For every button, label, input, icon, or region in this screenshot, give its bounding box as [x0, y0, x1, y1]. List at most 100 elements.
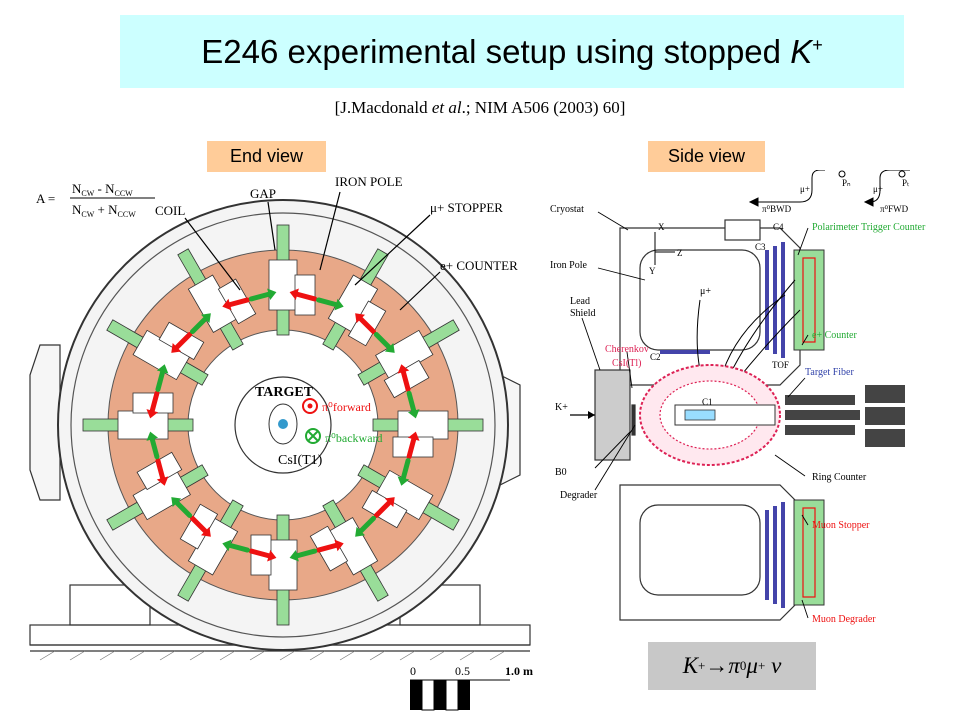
decay-k-charge: + — [698, 658, 706, 673]
decay-nu: ν — [771, 653, 782, 678]
arrow-pair — [355, 497, 395, 537]
asymmetry-formula: A = NCW - NCCW NCW + NCCW — [36, 181, 155, 219]
beamline-blocks — [594, 369, 636, 461]
arrow-pair — [171, 313, 211, 353]
pi-forward-marker: π⁰forward — [302, 398, 371, 414]
label-ring-counter: Ring Counter — [812, 472, 867, 483]
label-c3: C3 — [755, 242, 766, 252]
arrow-pair — [289, 288, 344, 311]
arrow-pair — [222, 288, 277, 311]
label-e-counter-side: e+ Counter — [812, 330, 857, 341]
end-view-label: End view — [207, 141, 326, 172]
arrow-pair — [171, 497, 211, 537]
arrow-pair — [355, 313, 395, 353]
label-cherenkov: Cherenkov — [605, 344, 649, 355]
lower-yoke — [619, 484, 801, 621]
citation: [J.Macdonald et al.; NIM A506 (2003) 60] — [0, 98, 960, 118]
label-axis-y: Y — [649, 266, 656, 276]
scale-bar: 0 0.5 1.0 m — [410, 664, 533, 711]
pn-circle — [838, 170, 846, 178]
side-view-label: Side view — [648, 141, 765, 172]
label-fwd: π⁰FWD — [880, 204, 909, 214]
csi-ball — [639, 364, 781, 466]
label-axis-z: Z — [677, 248, 683, 258]
label-polarimeter: Polarimeter Trigger Counter — [812, 222, 926, 233]
callout-labels: GAP IRON POLE COIL μ+ STOPPER e+ COUNTER… — [155, 174, 518, 468]
citation-open: [J.Macdonald — [334, 98, 432, 117]
scale-tick-1m: 1.0 m — [505, 664, 533, 678]
decay-mu: μ — [746, 653, 758, 678]
label-bwd: π⁰BWD — [762, 204, 792, 214]
label-c4: C4 — [773, 222, 784, 232]
label-stopper: μ+ STOPPER — [430, 200, 503, 215]
title-particle: K — [790, 32, 813, 70]
label-degrader: Degrader — [560, 490, 598, 501]
polarization-labels: π⁰BWD π⁰FWD Pₙ Pₜ μ+ μ+ — [762, 178, 910, 214]
label-tof: TOF — [772, 360, 789, 370]
arrow-pair — [146, 364, 169, 419]
label-mu-small-2: μ+ — [873, 184, 883, 194]
left-block — [29, 344, 61, 501]
citation-rest: .; NIM A506 (2003) 60] — [461, 98, 626, 117]
side-view-diagram: π⁰BWD π⁰FWD Pₙ Pₜ μ+ μ+ — [550, 170, 926, 625]
decay-pi: π — [728, 653, 740, 678]
label-shield: Shield — [570, 308, 596, 319]
floor-hatch — [39, 650, 506, 661]
sector — [250, 514, 298, 626]
arrow-pair — [146, 431, 169, 486]
page-title: E246 experimental setup using stopped K+ — [201, 33, 822, 71]
formula-lhs: A = — [36, 191, 55, 206]
title-charge: + — [812, 34, 823, 55]
label-muon-stopper: Muon Stopper — [812, 520, 870, 531]
label-c2: C2 — [650, 352, 661, 362]
label-axis-x: X — [658, 222, 665, 232]
pi-backward-marker: π⁰backward — [305, 428, 383, 445]
leader-lines — [581, 211, 809, 619]
scale-tick-05: 0.5 — [455, 664, 470, 678]
label-b0: B0 — [555, 467, 567, 478]
label-iron-pole-side: Iron Pole — [550, 260, 588, 271]
end-view-diagram: A = NCW - NCCW NCW + NCCW — [29, 174, 533, 711]
arrow-pair — [289, 539, 344, 562]
detector-bars — [660, 242, 785, 608]
citation-etal: et al — [431, 98, 462, 117]
sector — [309, 499, 389, 602]
decay-mu-charge: + — [757, 658, 766, 673]
axis-markers — [654, 232, 675, 265]
callout-lines — [184, 191, 441, 311]
arrow-pair — [397, 431, 420, 486]
target-fiber-bundle — [785, 385, 905, 447]
pt-circle — [898, 170, 906, 178]
decay-k: K — [682, 653, 699, 678]
label-mu-small-1: μ+ — [800, 184, 810, 194]
polarization-sketch — [748, 170, 910, 207]
label-c1: C1 — [702, 397, 713, 407]
title-banner: E246 experimental setup using stopped K+ — [120, 15, 904, 88]
decay-pi-charge: 0 — [739, 658, 747, 673]
label-muon-degrader: Muon Degrader — [812, 614, 876, 625]
label-cryostat: Cryostat — [550, 204, 584, 215]
formula-denominator: NCW + NCCW — [72, 202, 136, 219]
arrow-pair — [222, 539, 277, 562]
outer-ring-inner — [70, 212, 496, 638]
polarimeter-boxes — [793, 249, 825, 606]
label-coil: COIL — [155, 203, 185, 218]
sector — [82, 392, 194, 440]
sector — [268, 224, 316, 336]
label-pi-forward: π⁰forward — [322, 400, 371, 414]
formula-numerator: NCW - NCCW — [72, 181, 133, 198]
label-csi-side: CsI(Tl) — [612, 358, 641, 369]
label-pt: Pₜ — [902, 178, 910, 188]
title-prefix: E246 experimental setup using stopped — [201, 32, 791, 70]
label-target-fiber: Target Fiber — [805, 367, 854, 378]
label-pn: Pₙ — [842, 178, 851, 188]
direction-arrows — [146, 288, 420, 562]
label-lead: Lead — [570, 296, 590, 307]
label-iron-pole: IRON POLE — [335, 174, 403, 189]
beam-arrow — [570, 411, 595, 419]
label-mu-plus: μ+ — [700, 286, 711, 297]
label-gap: GAP — [250, 186, 276, 201]
sector — [106, 319, 209, 386]
scale-tick-0: 0 — [410, 664, 416, 678]
